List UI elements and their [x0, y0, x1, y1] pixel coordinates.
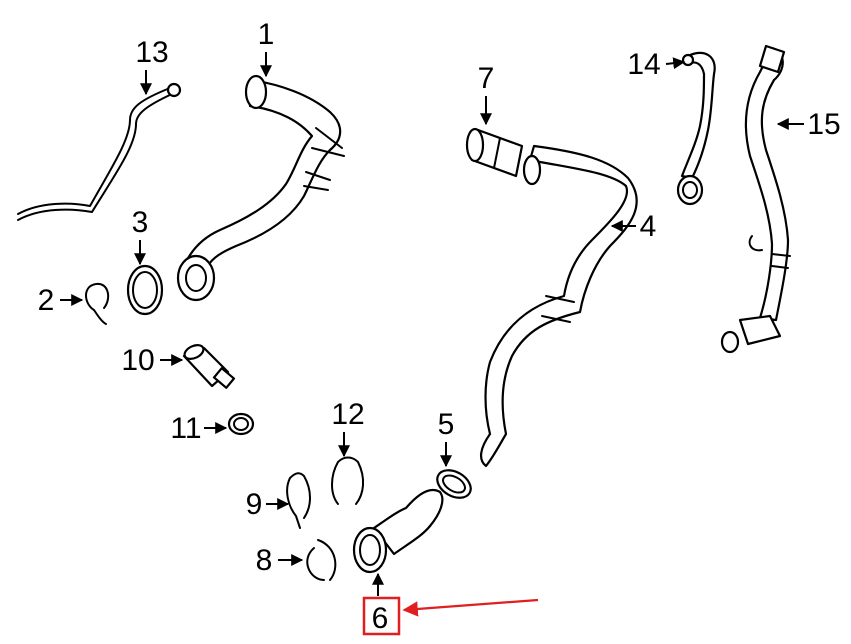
highlight-callout-6 [362, 596, 539, 636]
callout-2: 2 [38, 284, 55, 317]
part-7-coupling [465, 127, 524, 178]
part-1-upper-hose [176, 74, 345, 302]
callout-6: 6 [372, 602, 389, 635]
callout-8: 8 [256, 544, 273, 577]
part-12-clip [331, 456, 364, 505]
callout-5: 5 [438, 408, 455, 441]
part-3-o-ring [126, 264, 164, 316]
part-8-snap-ring [306, 539, 337, 581]
part-10-sensor [182, 344, 236, 389]
callout-9: 9 [246, 488, 263, 521]
part-4-lower-hose [480, 144, 638, 468]
part-5-clamp [436, 469, 472, 499]
part-11-seal [227, 412, 255, 436]
callout-3: 3 [132, 206, 149, 239]
leader-lines [60, 52, 804, 596]
part-6-connector-hose [352, 488, 444, 574]
part-2-clip [85, 282, 110, 325]
highlight-arrow [402, 598, 539, 617]
callout-14: 14 [627, 48, 660, 81]
highlight-box [362, 596, 401, 636]
callout-11: 11 [170, 412, 201, 445]
part-14-small-hose [676, 51, 716, 206]
callout-13: 13 [135, 36, 168, 69]
callout-labels: 1 13 3 2 10 11 7 4 5 12 9 8 6 14 15 [38, 18, 841, 635]
callout-12: 12 [331, 398, 364, 431]
part-15-pipe [720, 44, 791, 354]
callout-4: 4 [640, 210, 657, 243]
part-9-clip [286, 472, 311, 529]
part-13-bleed-tube [17, 82, 182, 221]
callout-1: 1 [258, 18, 275, 51]
callout-15: 15 [807, 108, 840, 141]
callout-7: 7 [478, 62, 495, 95]
callout-10: 10 [121, 344, 154, 377]
